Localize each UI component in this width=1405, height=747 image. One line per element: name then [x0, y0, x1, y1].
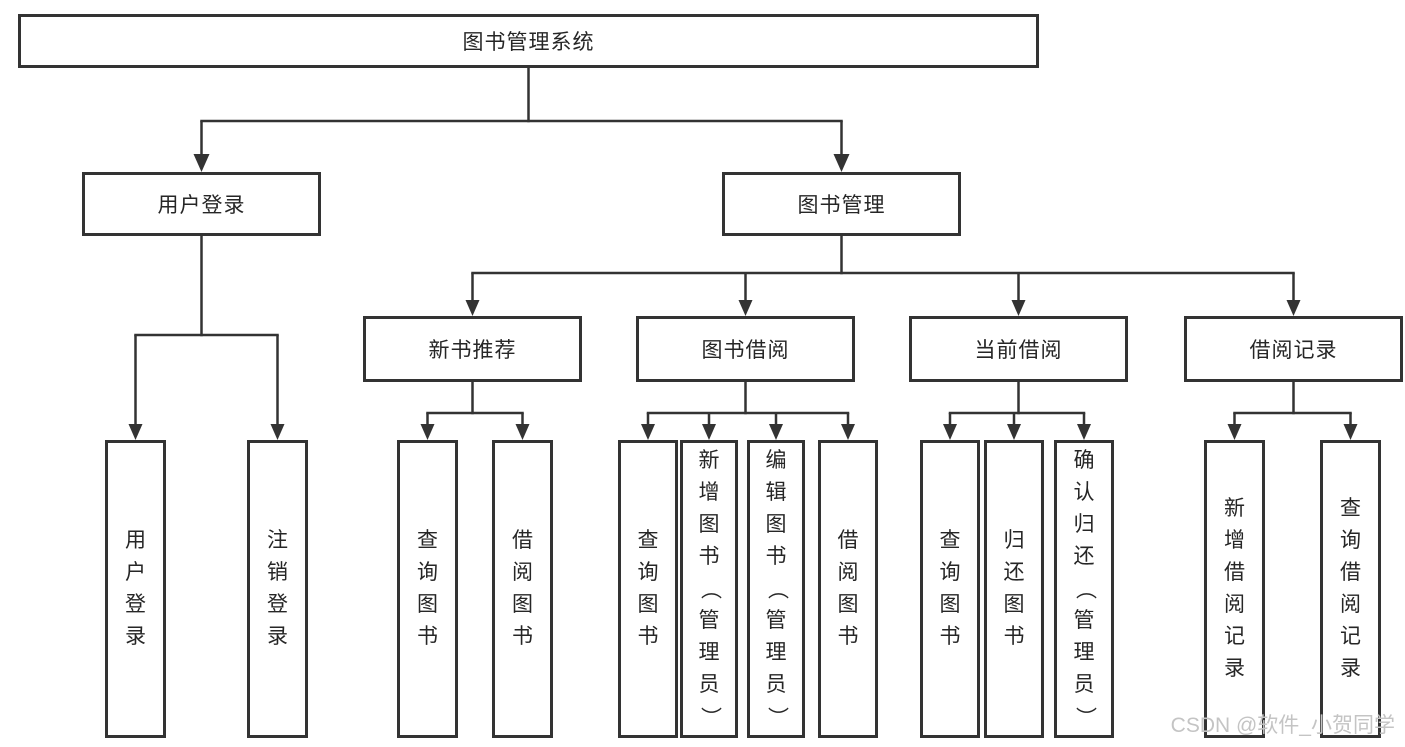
leaf-borrow-books-recommend: 借阅图书	[492, 440, 553, 738]
leaf-query-borrow-record-label: 查询借阅记录	[1340, 497, 1361, 680]
leaf-borrow-books-borrowing-label: 借阅图书	[837, 529, 859, 648]
leaf-logout: 注销登录	[247, 440, 308, 738]
node-borrowing-records-label: 借阅记录	[1249, 339, 1338, 362]
leaf-return-books: 归还图书	[984, 440, 1044, 738]
leaf-query-borrow-record: 查询借阅记录	[1320, 440, 1381, 738]
node-root: 图书管理系统	[18, 14, 1039, 68]
node-book-management: 图书管理	[722, 172, 961, 236]
leaf-query-books-borrowing-label: 查询图书	[637, 529, 659, 648]
leaf-add-borrow-record: 新增借阅记录	[1204, 440, 1265, 738]
leaf-query-books-current-label: 查询图书	[939, 529, 961, 648]
node-book-borrowing: 图书借阅	[636, 316, 855, 382]
leaf-user-login-label: 用户登录	[125, 529, 146, 648]
node-user-login-label: 用户登录	[157, 194, 246, 217]
leaf-borrow-books-borrowing: 借阅图书	[818, 440, 878, 738]
node-book-borrowing-label: 图书借阅	[701, 339, 790, 362]
leaf-logout-label: 注销登录	[267, 529, 288, 648]
node-new-book-recommendation: 新书推荐	[363, 316, 582, 382]
node-user-login: 用户登录	[82, 172, 321, 236]
node-new-book-recommendation-label: 新书推荐	[428, 339, 517, 362]
leaf-query-books-recommend-label: 查询图书	[417, 529, 438, 648]
leaf-return-books-label: 归还图书	[1003, 529, 1025, 648]
leaf-query-books-current: 查询图书	[920, 440, 980, 738]
leaf-borrow-books-recommend-label: 借阅图书	[512, 529, 533, 648]
leaf-confirm-return-admin: 确认归还（管理员）	[1054, 440, 1114, 738]
node-borrowing-records: 借阅记录	[1184, 316, 1403, 382]
leaf-add-borrow-record-label: 新增借阅记录	[1224, 497, 1245, 680]
node-current-borrowing: 当前借阅	[909, 316, 1128, 382]
csdn-watermark: CSDN @软件_小贺同学	[1170, 714, 1395, 737]
leaf-add-book-admin: 新增图书（管理员）	[680, 440, 738, 738]
leaf-query-books-borrowing: 查询图书	[618, 440, 678, 738]
leaf-confirm-return-admin-label: 确认归还（管理员）	[1073, 449, 1096, 728]
leaf-edit-book-admin: 编辑图书（管理员）	[747, 440, 805, 738]
node-book-management-label: 图书管理	[797, 194, 886, 217]
leaf-add-book-admin-label: 新增图书（管理员）	[698, 449, 721, 728]
node-current-borrowing-label: 当前借阅	[974, 339, 1063, 362]
leaf-query-books-recommend: 查询图书	[397, 440, 458, 738]
leaf-edit-book-admin-label: 编辑图书（管理员）	[765, 449, 788, 728]
leaf-user-login: 用户登录	[105, 440, 166, 738]
node-root-label: 图书管理系统	[462, 31, 595, 54]
